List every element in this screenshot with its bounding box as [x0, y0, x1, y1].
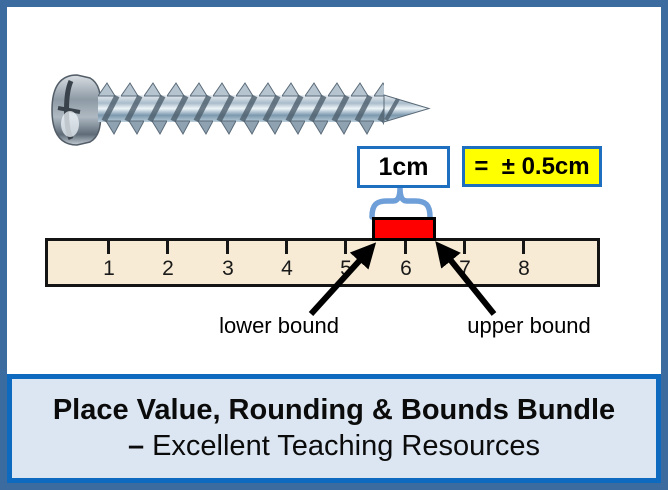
tolerance-label-box: = ± 0.5cm: [462, 146, 602, 187]
banner-subtitle: –Excellent Teaching Resources: [128, 429, 540, 464]
ruler-tick: [522, 241, 525, 254]
banner-subtitle-text: Excellent Teaching Resources: [152, 429, 541, 462]
ruler-number: 4: [281, 257, 293, 280]
ruler-tick: [285, 241, 288, 254]
measurement-label: 1cm: [378, 152, 429, 181]
ruler-tick: [463, 241, 466, 254]
ruler-number: 7: [459, 257, 471, 280]
ruler-tick: [404, 241, 407, 254]
upper-bound-label: upper bound: [467, 313, 591, 338]
ruler-number: 8: [518, 257, 530, 280]
ruler-tick: [226, 241, 229, 254]
lower-bound-label: lower bound: [219, 313, 339, 338]
highlight-bar: [372, 217, 436, 241]
ruler-tick: [344, 241, 347, 254]
tolerance-label: = ± 0.5cm: [474, 152, 590, 180]
banner: Place Value, Rounding & Bounds Bundle –E…: [7, 374, 661, 483]
measurement-label-box: 1cm: [357, 146, 450, 188]
ruler-number: 2: [162, 257, 174, 280]
ruler-tick: [107, 241, 110, 254]
ruler-tick: [166, 241, 169, 254]
ruler-number: 3: [222, 257, 234, 280]
ruler-number: 1: [103, 257, 115, 280]
banner-dash: –: [127, 429, 145, 462]
banner-title: Place Value, Rounding & Bounds Bundle: [52, 394, 616, 427]
ruler: 1 2 3 4 5 6 7 8: [45, 238, 600, 287]
ruler-number: 5: [340, 257, 352, 280]
ruler-number: 6: [400, 257, 412, 280]
